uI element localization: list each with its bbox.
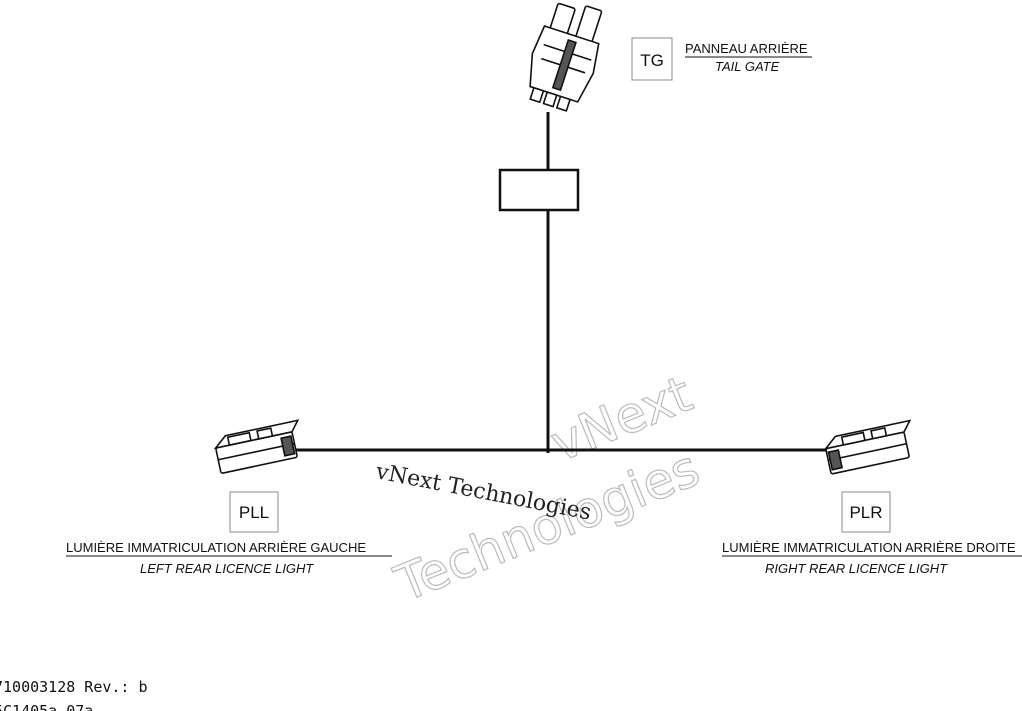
tg-label-en: TAIL GATE [715,59,780,74]
tg-label-fr: PANNEAU ARRIÈRE [685,41,808,56]
doc-ref: 710003128 Rev.: b [0,678,148,696]
pll-code-box [229,491,279,533]
watermark-text-technologies: Technologies [387,439,707,613]
pll-code: PLL [239,503,269,522]
tg-code-box [631,37,673,81]
plr-code-box [841,491,891,533]
connector-socket-icon-right [823,419,912,475]
connector-plug-icon [529,2,603,112]
drawing-ref: 5C1405a-07a [0,702,93,711]
inline-component-box [498,168,580,212]
connector-socket-icon-left [213,419,300,474]
plr-label-fr: LUMIÈRE IMMATRICULATION ARRIÈRE DROITE [722,540,1016,555]
pll-label-en: LEFT REAR LICENCE LIGHT [140,561,314,576]
tg-code: TG [640,51,664,70]
harness-wires [295,112,830,453]
pll-label-fr: LUMIÈRE IMMATRICULATION ARRIÈRE GAUCHE [66,540,366,555]
plr-code: PLR [849,503,882,522]
plr-label-en: RIGHT REAR LICENCE LIGHT [765,561,948,576]
